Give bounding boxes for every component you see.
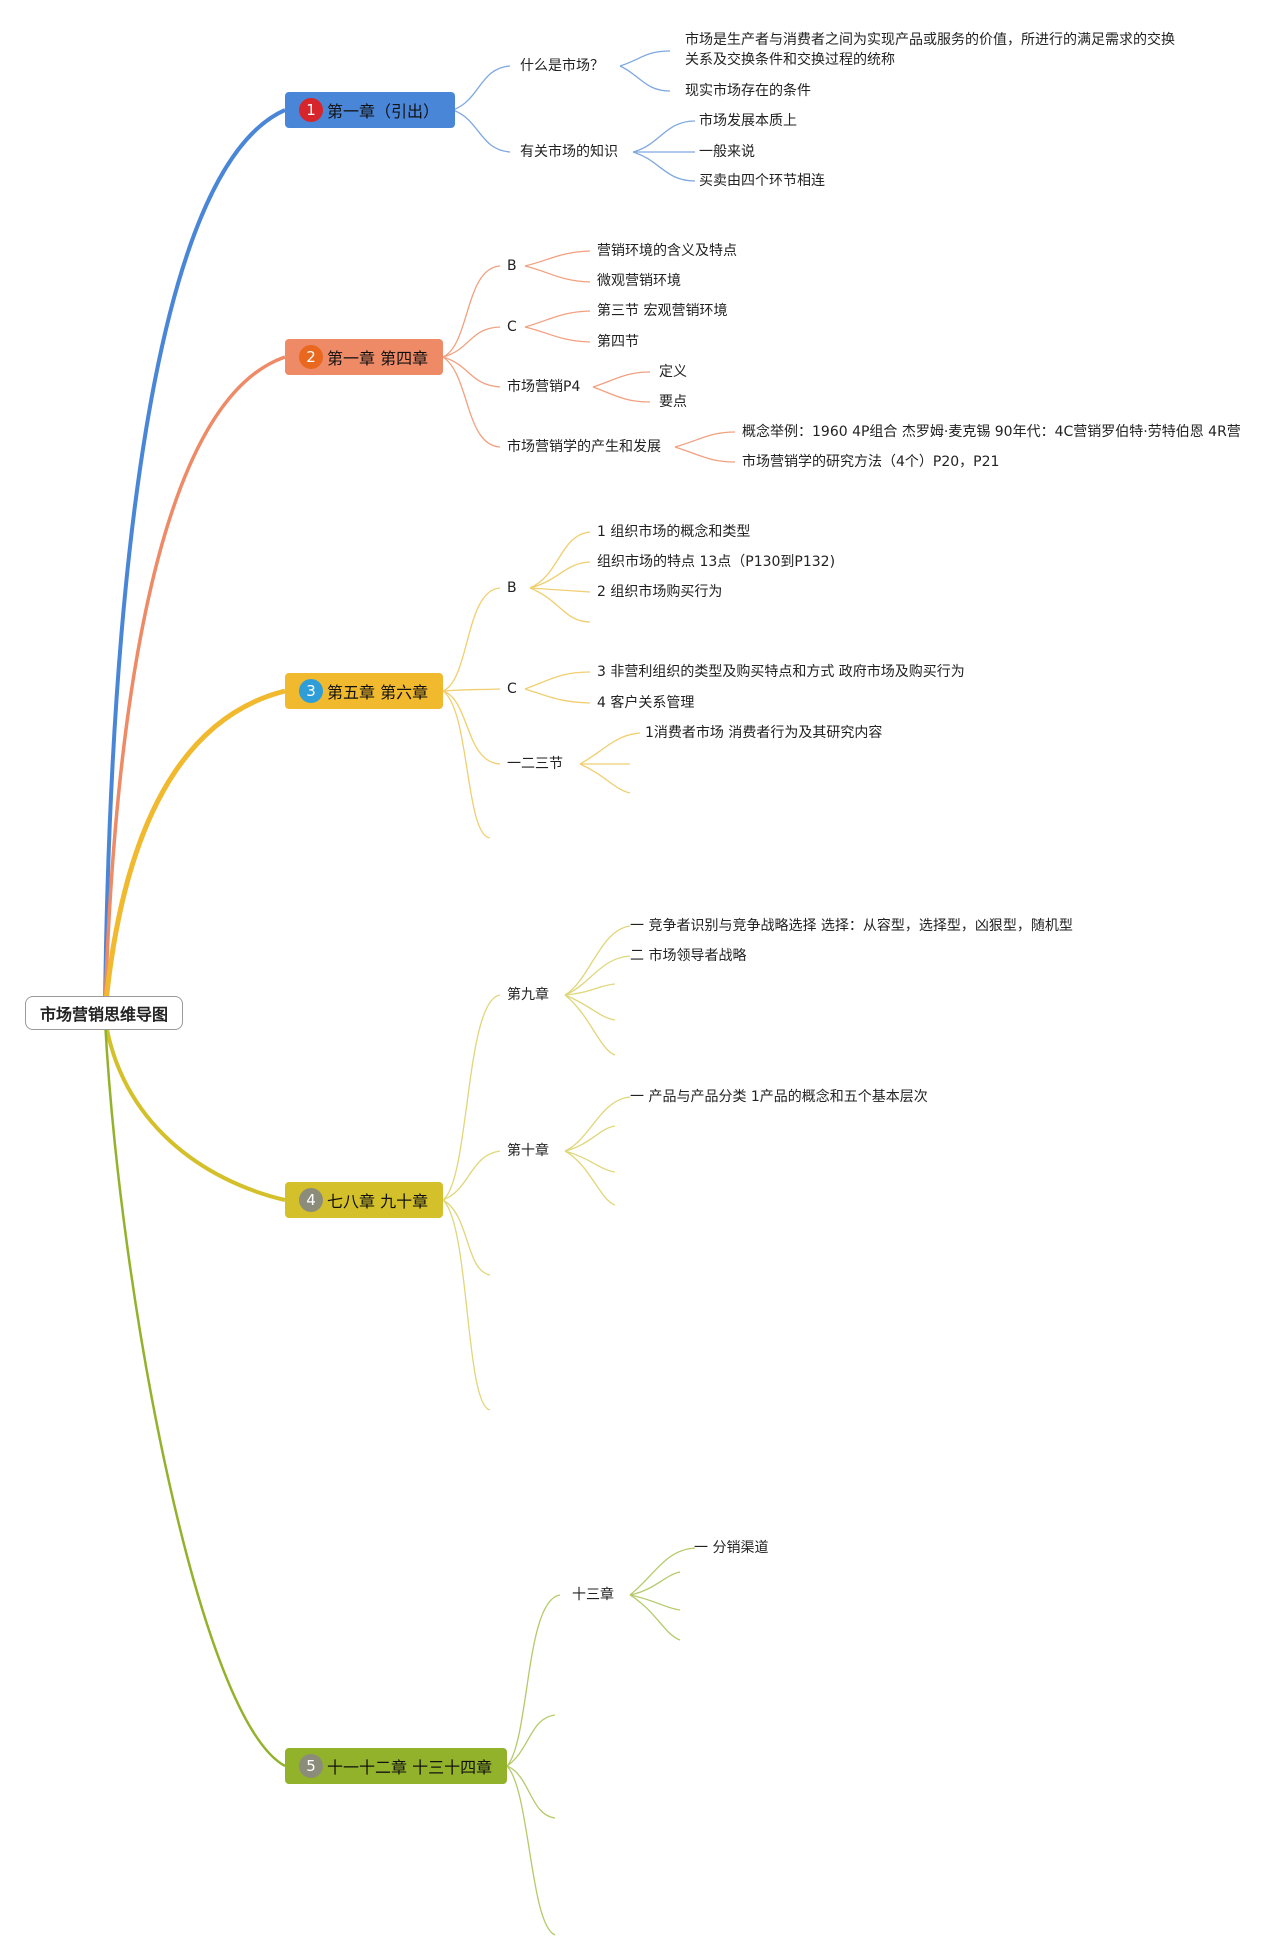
branch-4-label: 七八章 九十章 xyxy=(327,1192,429,1211)
connectors-branch-5 xyxy=(506,1547,696,1936)
connector-root-branch-4 xyxy=(103,1017,286,1202)
branch-4-node[interactable]: 4 七八章 九十章 xyxy=(285,1182,443,1218)
number-4-icon: 4 xyxy=(299,1188,323,1212)
leaf-market-essence[interactable]: 市场发展本质上 xyxy=(699,113,797,129)
branch-1-node[interactable]: 1 第一章（引出） xyxy=(285,92,455,128)
leaf-product-classification[interactable]: 一 产品与产品分类 1产品的概念和五个基本层次 xyxy=(630,1089,928,1105)
leaf-section-four[interactable]: 第四节 xyxy=(597,334,639,350)
connectors-branch-1 xyxy=(452,50,696,182)
subtopic-marketing-p4[interactable]: 市场营销P4 xyxy=(507,379,581,395)
leaf-env-meaning[interactable]: 营销环境的含义及特点 xyxy=(597,243,737,259)
subtopic-chapter-9[interactable]: 第九章 xyxy=(507,987,549,1003)
leaf-competitor-strategy[interactable]: 一 竞争者识别与竞争战略选择 选择：从容型，选择型，凶狠型，随机型 xyxy=(630,918,1073,934)
branch-2-node[interactable]: 2 第一章 第四章 xyxy=(285,339,443,375)
connectors-branch-2 xyxy=(442,250,736,463)
subtopic-what-is-market[interactable]: 什么是市场？ xyxy=(520,58,604,74)
subtopic-c[interactable]: C xyxy=(507,319,517,335)
branch-1-label: 第一章（引出） xyxy=(327,102,440,121)
leaf-market-definition-line1[interactable]: 市场是生产者与消费者之间为实现产品或服务的价值，所进行的满足需求的交换 xyxy=(685,32,1175,48)
leaf-market-leader[interactable]: 二 市场领导者战略 xyxy=(630,948,747,964)
leaf-market-conditions[interactable]: 现实市场存在的条件 xyxy=(685,83,811,99)
number-1-icon: 1 xyxy=(299,98,323,122)
root-node[interactable]: 市场营销思维导图 xyxy=(25,996,183,1030)
leaf-macro-env[interactable]: 第三节 宏观营销环境 xyxy=(597,303,728,319)
subtopic-b[interactable]: B xyxy=(507,258,517,274)
branch-5-label: 十一十二章 十三十四章 xyxy=(327,1758,493,1777)
leaf-nonprofit-org[interactable]: 3 非营利组织的类型及购买特点和方式 政府市场及购买行为 xyxy=(597,664,965,680)
branch-3-node[interactable]: 3 第五章 第六章 xyxy=(285,673,443,709)
leaf-consumer-market[interactable]: 1消费者市场 消费者行为及其研究内容 xyxy=(645,725,883,741)
leaf-market-definition-line2[interactable]: 关系及交换条件和交换过程的统称 xyxy=(685,52,895,68)
leaf-definition[interactable]: 定义 xyxy=(659,364,687,380)
connectors-branch-3 xyxy=(442,531,641,839)
leaf-concept-examples[interactable]: 概念举例：1960 4P组合 杰罗姆·麦克锡 90年代：4C营销罗伯特·劳特伯恩… xyxy=(742,424,1241,440)
branch-2-label: 第一章 第四章 xyxy=(327,349,429,368)
leaf-distribution-channel[interactable]: 一 分销渠道 xyxy=(694,1540,769,1556)
subtopic-c[interactable]: C xyxy=(507,681,517,697)
leaf-crm[interactable]: 4 客户关系管理 xyxy=(597,695,695,711)
number-3-icon: 3 xyxy=(299,679,323,703)
subtopic-market-knowledge[interactable]: 有关市场的知识 xyxy=(520,144,618,160)
branch-5-node[interactable]: 5 十一十二章 十三十四章 xyxy=(285,1748,507,1784)
subtopic-b[interactable]: B xyxy=(507,580,517,596)
number-5-icon: 5 xyxy=(299,1754,323,1778)
leaf-four-links[interactable]: 买卖由四个环节相连 xyxy=(699,173,825,189)
root-label: 市场营销思维导图 xyxy=(39,1005,168,1024)
leaf-generally[interactable]: 一般来说 xyxy=(699,144,755,160)
connector-root-branch-5 xyxy=(103,1019,286,1768)
subtopic-chapter-13[interactable]: 十三章 xyxy=(572,1587,614,1603)
subtopic-chapter-10[interactable]: 第十章 xyxy=(507,1143,549,1159)
leaf-org-buying-behavior[interactable]: 2 组织市场购买行为 xyxy=(597,584,723,600)
connector-root-branch-1 xyxy=(103,108,286,1009)
connectors-branch-4 xyxy=(442,925,631,1411)
connector-root-branch-3 xyxy=(102,688,286,1013)
leaf-key-points[interactable]: 要点 xyxy=(659,394,687,410)
number-2-icon: 2 xyxy=(299,345,323,369)
leaf-org-market-concept[interactable]: 1 组织市场的概念和类型 xyxy=(597,524,751,540)
leaf-research-methods[interactable]: 市场营销学的研究方法（4个）P20，P21 xyxy=(742,454,1000,470)
subtopic-marketing-history[interactable]: 市场营销学的产生和发展 xyxy=(507,439,661,455)
connector-root-branch-2 xyxy=(103,355,286,1011)
subtopic-sections-1-3[interactable]: 一二三节 xyxy=(507,756,563,772)
branch-3-label: 第五章 第六章 xyxy=(327,683,429,702)
leaf-micro-env[interactable]: 微观营销环境 xyxy=(597,273,681,289)
leaf-org-market-features[interactable]: 组织市场的特点 13点（P130到P132) xyxy=(597,554,836,570)
